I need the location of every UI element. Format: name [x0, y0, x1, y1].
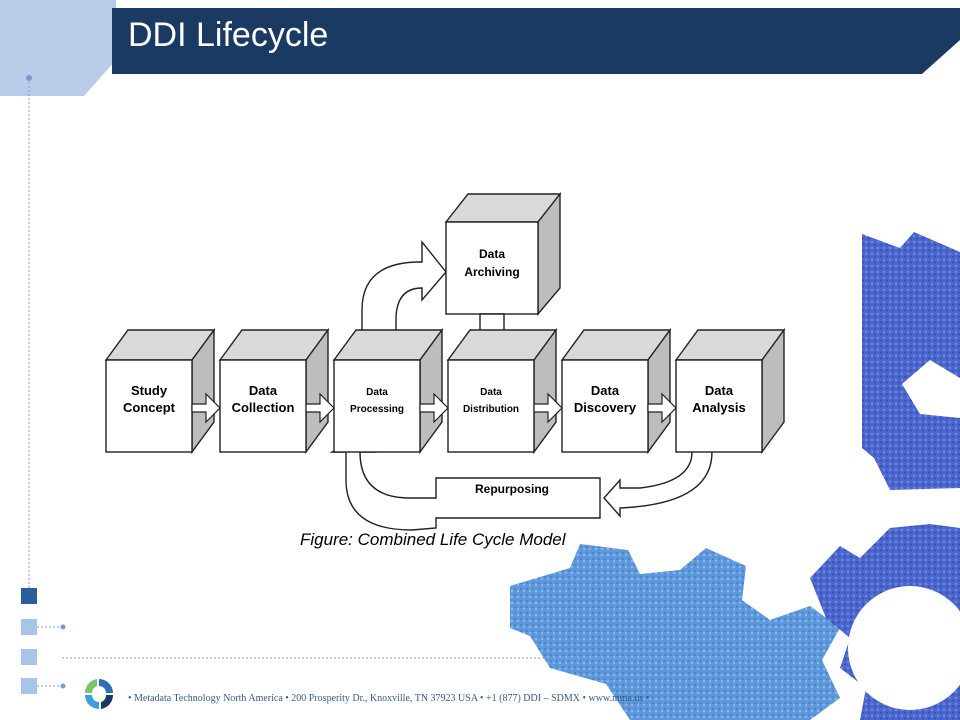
flow-arrow [647, 392, 677, 424]
repurposing-label: Repurposing [475, 482, 549, 496]
box-label-line2: Collection [232, 400, 295, 415]
flow-arrow [533, 392, 563, 424]
mtna-logo-icon [84, 679, 114, 709]
rail-square-dark [21, 588, 37, 604]
box-label-line2: Concept [123, 400, 176, 415]
box-data-archiving: Data Archiving [444, 191, 562, 316]
left-rail [21, 75, 66, 694]
rail-square-light [21, 619, 37, 635]
figure-caption: Figure: Combined Life Cycle Model [300, 530, 567, 549]
flow-arrow [419, 392, 449, 424]
box-label-line1: Data [591, 383, 620, 398]
footer-line [62, 657, 780, 659]
archive-label-line1: Data [479, 247, 505, 261]
box-label-line1: Data [480, 387, 502, 398]
box-label-line1: Data [705, 383, 734, 398]
rail-square-light [21, 649, 37, 665]
repurposing-arrow [329, 439, 601, 531]
footer-contact-text: • Metadata Technology North America • 20… [128, 693, 650, 704]
flow-arrow [305, 392, 335, 424]
box-label-line1: Data [249, 383, 278, 398]
archive-label-line2: Archiving [464, 265, 519, 279]
gear-decoration [510, 232, 960, 720]
box-label-line2: Processing [350, 404, 404, 415]
box-label-line2: Distribution [463, 404, 519, 415]
rail-square-light [21, 678, 37, 694]
box-label-line2: Analysis [692, 400, 745, 415]
archive-curved-arrow [361, 240, 447, 359]
box-label-line2: Discovery [574, 400, 637, 415]
title-bar [112, 8, 960, 74]
box-label-line1: Study [131, 383, 168, 398]
analysis-return-arrow [603, 451, 713, 518]
lifecycle-diagram: Data Archiving StudyConceptDataCollectio… [104, 191, 786, 549]
corner-tab [0, 0, 116, 96]
box-label-line1: Data [366, 387, 388, 398]
flow-arrow [191, 392, 221, 424]
slide-title: DDI Lifecycle [128, 16, 329, 54]
